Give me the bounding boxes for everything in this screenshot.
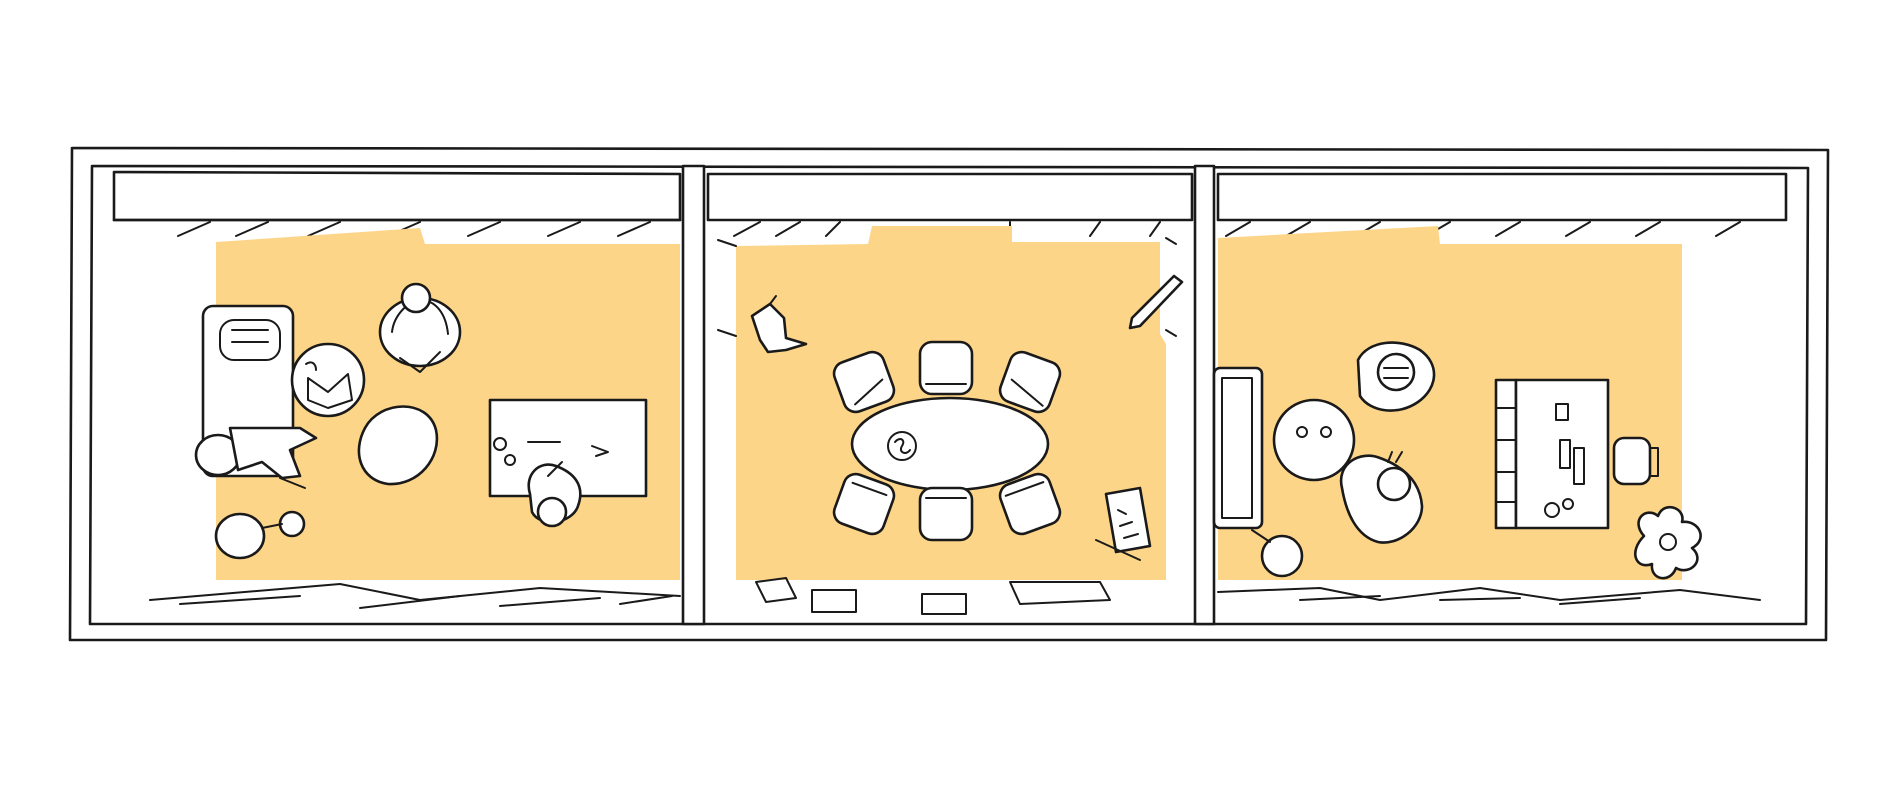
cabinet-icon: [1212, 366, 1264, 530]
armchair-icon: [998, 350, 1062, 414]
pouf-icon: [357, 405, 439, 486]
pen-icon: [1128, 274, 1184, 330]
person-at-desk-icon: [527, 461, 582, 528]
room-office: [1212, 172, 1788, 605]
armchair-icon: [1356, 341, 1436, 412]
armchair-icon: [918, 340, 974, 396]
room-meeting: [706, 172, 1194, 615]
desk-icon: [488, 398, 648, 498]
person-reading-icon: [194, 426, 318, 489]
desk-chair-icon: [1612, 436, 1659, 486]
round-coffee-table-icon: [1272, 398, 1356, 482]
building-outer-wall: [68, 146, 1830, 642]
round-side-table-icon: [290, 342, 366, 418]
bird-icon: [750, 295, 808, 354]
oval-meeting-table-icon: [850, 396, 1050, 492]
easel-sign-icon: [1095, 486, 1152, 561]
potted-plant-icon: [1633, 505, 1702, 580]
bookshelf-icon: [1494, 378, 1518, 530]
ceiling-beam: [112, 170, 682, 237]
stool-icon: [1251, 529, 1304, 578]
floor-lamp-icon: [214, 510, 306, 560]
floor-mat-icon: [755, 577, 1111, 615]
person-standing-icon: [378, 282, 462, 373]
ceiling-beam: [1216, 172, 1788, 237]
armchair-icon: [998, 472, 1062, 536]
interior-walls: [681, 164, 1216, 626]
floor-rug: [1218, 226, 1682, 580]
desk-icon: [1514, 378, 1610, 530]
room-lounge: [112, 170, 682, 609]
armchair-icon: [832, 472, 896, 536]
armchair-icon: [832, 350, 896, 414]
armchair-icon: [1339, 451, 1424, 544]
armchair-icon: [918, 486, 974, 542]
